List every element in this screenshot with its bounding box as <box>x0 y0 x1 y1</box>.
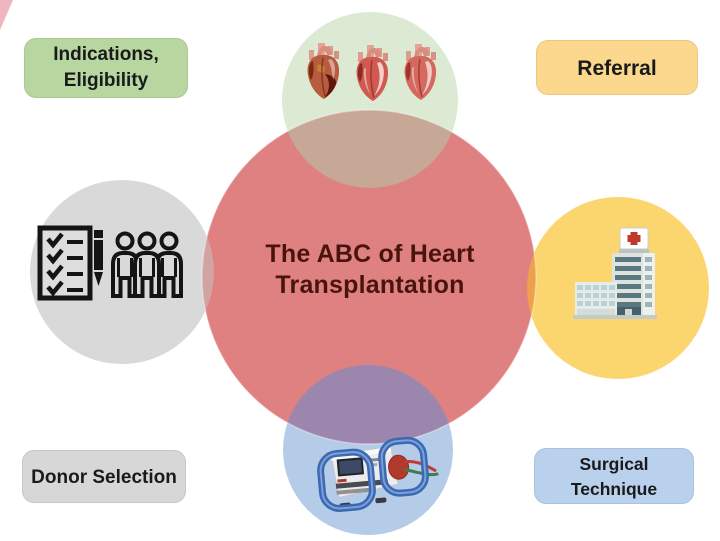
label-indications-eligibility: Indications, Eligibility <box>24 38 188 98</box>
label-referral: Referral <box>536 40 698 95</box>
label-surgical-technique: Surgical Technique <box>534 448 694 504</box>
top-overlap-lens <box>282 110 458 188</box>
center-circle <box>202 110 536 444</box>
title-line: The ABC of Heart <box>265 240 475 268</box>
title-line: Transplantation <box>275 271 465 299</box>
people-icon <box>111 231 183 298</box>
label-line: Technique <box>570 479 658 499</box>
label-donor-selection: Donor Selection <box>22 450 186 503</box>
diagram-title: The ABC of Heart Transplantation <box>220 239 520 301</box>
bottom-overlap-lens <box>283 365 453 444</box>
label-line: Indications, <box>53 44 159 65</box>
corner-artifact <box>0 0 13 30</box>
center-circle-rim <box>201 109 537 445</box>
anatomical-hearts-icon <box>307 43 437 101</box>
organ-care-system-icon <box>317 436 439 512</box>
hospital-icon <box>573 227 657 319</box>
label-line: Surgical <box>579 454 649 474</box>
checklist-and-people-icon <box>37 225 183 301</box>
label-line: Eligibility <box>63 70 149 91</box>
pen-icon <box>94 230 103 286</box>
